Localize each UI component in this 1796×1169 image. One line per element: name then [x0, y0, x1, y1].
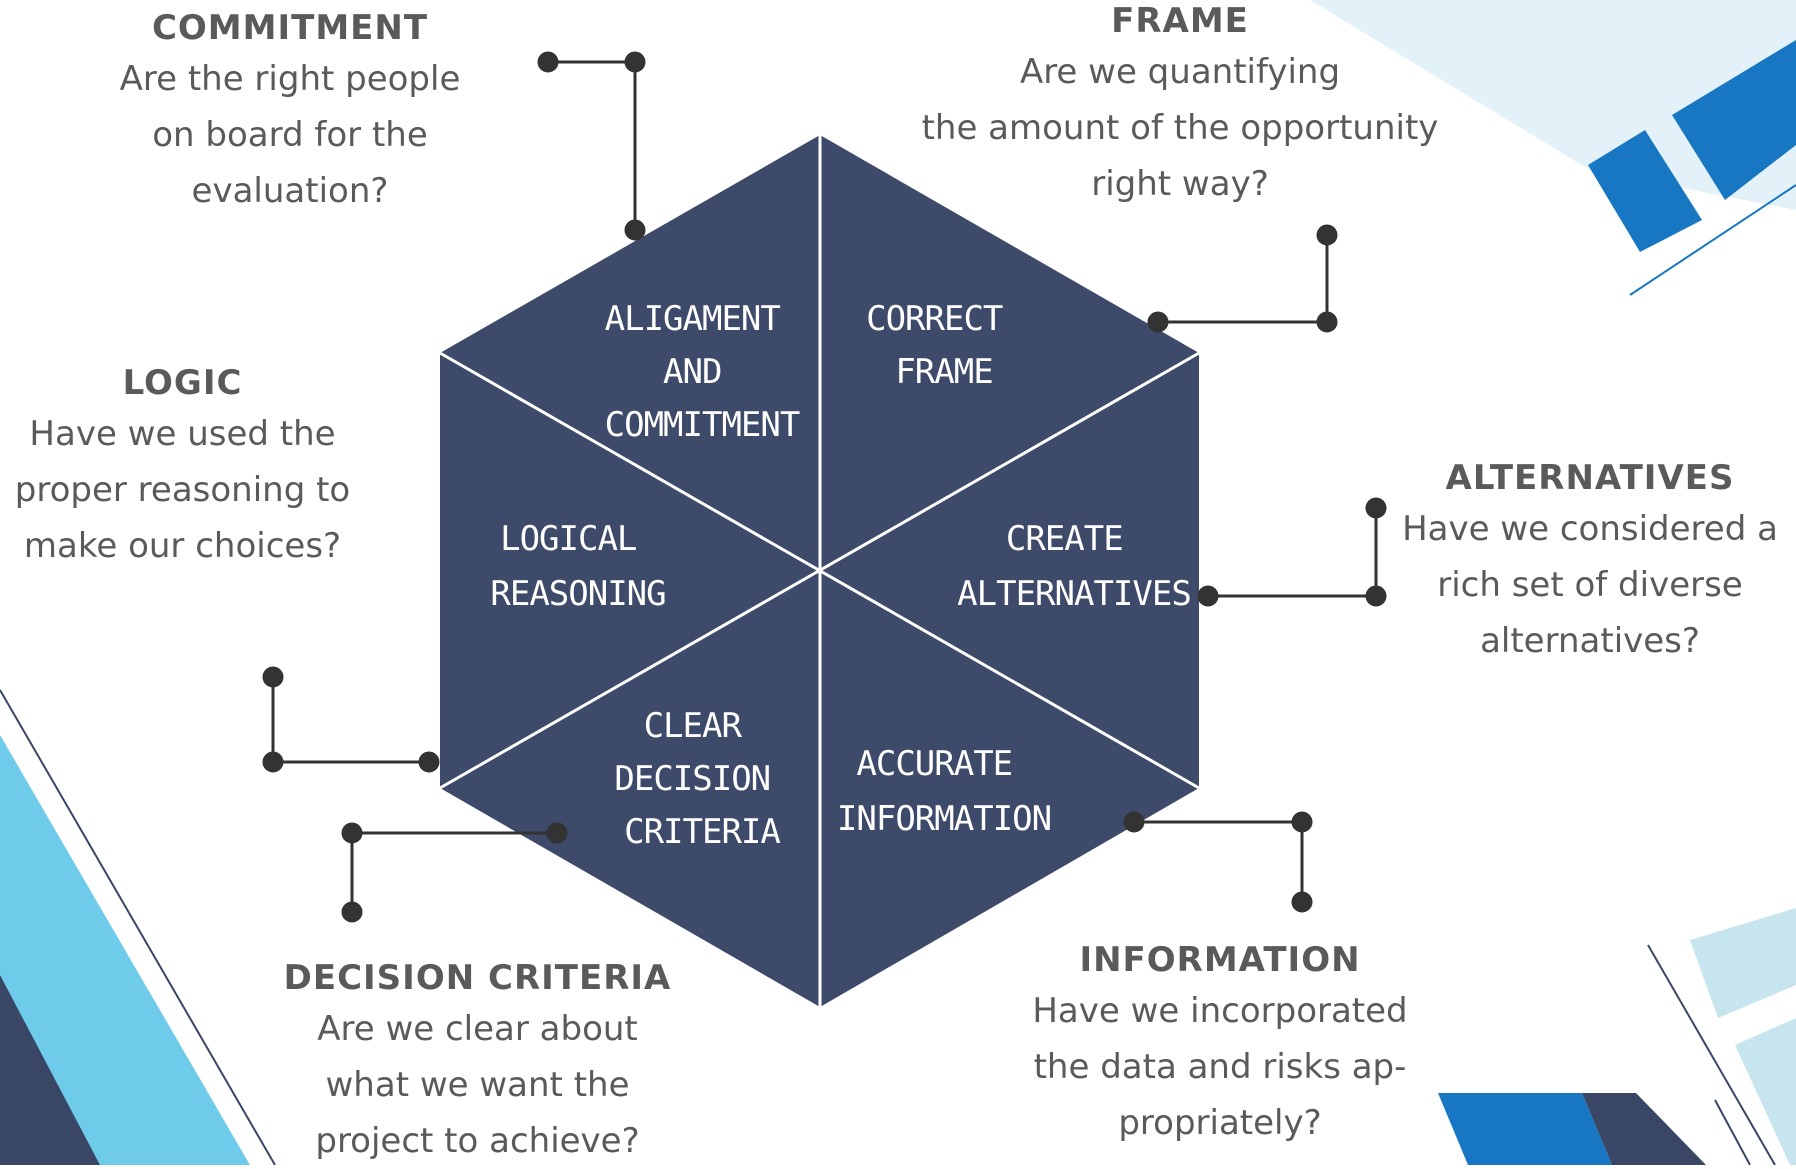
- callout-line: on board for the: [152, 115, 428, 155]
- top-right-pale-panel: [1310, 0, 1796, 210]
- callout-line: Are we clear about: [317, 1009, 638, 1049]
- callout-line: propriately?: [1118, 1103, 1322, 1143]
- connector-criteria: [341, 822, 568, 923]
- bottom-left-light-blue: [0, 735, 250, 1165]
- callout-commitment: COMMITMENT Are the right people on board…: [70, 5, 510, 219]
- callout-line: Have we considered a: [1402, 509, 1778, 549]
- decision-quality-hexagon: [439, 135, 1200, 1007]
- bottom-right-navy-block: [1582, 1093, 1706, 1165]
- callout-alternatives: ALTERNATIVES Have we considered a rich s…: [1390, 455, 1790, 669]
- callout-title: INFORMATION: [1079, 940, 1361, 980]
- connectors: [262, 51, 1387, 923]
- bottom-right-line-1: [1647, 944, 1776, 1165]
- callout-information: INFORMATION Have we incorporated the dat…: [1010, 937, 1430, 1151]
- segment-label-information: ACCURATE INFORMATION: [837, 744, 1051, 839]
- callout-logic: LOGIC Have we used the proper reasoning …: [0, 360, 365, 574]
- segment-label-alignment: ALIGAMENT AND COMMITMENT: [605, 299, 800, 445]
- connector-logic: [262, 666, 440, 773]
- top-right-blue-bar-1: [1672, 40, 1796, 200]
- callout-line: what we want the: [325, 1065, 630, 1105]
- callout-line: right way?: [1091, 164, 1269, 204]
- segment-label-alternatives: CREATE ALTERNATIVES: [957, 519, 1191, 614]
- bottom-right-blue-block: [1438, 1093, 1612, 1165]
- callout-line: Are we quantifying: [1019, 52, 1341, 92]
- callout-frame: FRAME Are we quantifying the amount of t…: [880, 0, 1480, 212]
- connector-information: [1123, 811, 1313, 913]
- callout-title: COMMITMENT: [151, 8, 429, 48]
- callout-line: alternatives?: [1480, 621, 1700, 661]
- callout-line: make our choices?: [23, 526, 342, 566]
- callout-line: Have we incorporated: [1032, 991, 1408, 1031]
- callout-title: ALTERNATIVES: [1445, 458, 1735, 498]
- segment-label-criteria: CLEAR DECISION CRITERIA: [614, 706, 789, 852]
- bottom-left-line: [0, 689, 276, 1165]
- callout-title: DECISION CRITERIA: [283, 958, 672, 998]
- bottom-left-navy: [0, 975, 100, 1165]
- callout-title: FRAME: [1111, 1, 1249, 41]
- segment-label-logic: LOGICAL REASONING: [490, 519, 665, 614]
- callout-line: the amount of the opportunity: [921, 108, 1439, 148]
- callout-line: evaluation?: [191, 171, 389, 211]
- callout-line: Have we used the: [29, 414, 336, 454]
- connector-alternatives: [1197, 497, 1387, 607]
- callout-criteria: DECISION CRITERIA Are we clear about wha…: [250, 955, 705, 1169]
- bottom-right-line-2: [1714, 1099, 1751, 1165]
- connector-frame: [1147, 224, 1338, 333]
- top-right-blue-bar-2: [1588, 130, 1702, 252]
- hexagon-divider-diagonal-2: [439, 351, 1200, 790]
- callout-line: proper reasoning to: [14, 470, 351, 510]
- connector-commitment: [537, 51, 646, 241]
- segment-label-frame: CORRECT FRAME: [866, 299, 1022, 392]
- bottom-right-pale-block-2: [1735, 1018, 1796, 1165]
- callout-line: the data and risks ap-: [1033, 1047, 1407, 1087]
- callout-line: project to achieve?: [315, 1121, 640, 1161]
- callout-title: LOGIC: [122, 363, 243, 403]
- bottom-right-pale-block-1: [1690, 908, 1796, 1018]
- top-right-line: [1629, 184, 1796, 296]
- callout-line: rich set of diverse: [1437, 565, 1743, 605]
- callout-line: Are the right people: [119, 59, 461, 99]
- segment-labels: ALIGAMENT AND COMMITMENT CORRECT FRAME C…: [490, 299, 1191, 852]
